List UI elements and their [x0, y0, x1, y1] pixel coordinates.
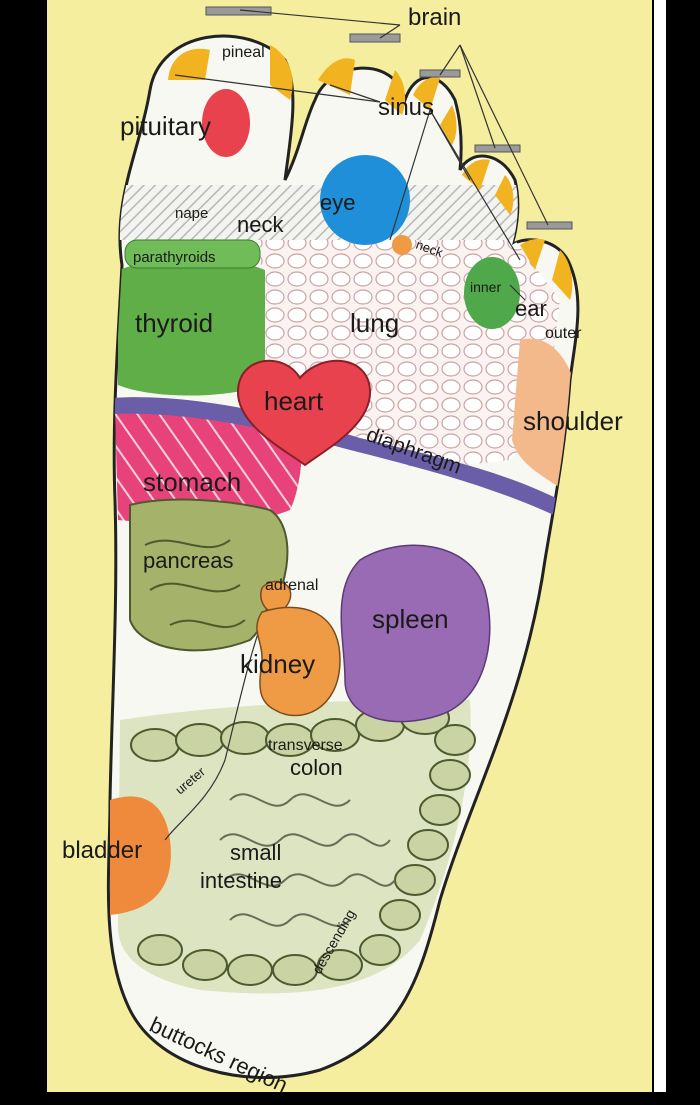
- toe-accents: [168, 45, 573, 300]
- label-kidney: kidney: [240, 649, 315, 679]
- label-neck: neck: [237, 212, 284, 237]
- diaphragm-band: [110, 397, 560, 516]
- label-intestine: intestine: [200, 868, 282, 893]
- label-pineal: pineal: [222, 44, 265, 61]
- label-transverse: transverse: [268, 737, 343, 754]
- adrenal-gland: [260, 580, 292, 613]
- label-nape: nape: [175, 205, 208, 222]
- label-brain: brain: [408, 4, 461, 31]
- eye-spot: [320, 155, 410, 245]
- pituitary-spot: [202, 89, 250, 157]
- label-colon: colon: [290, 755, 343, 780]
- heart-organ: [236, 359, 372, 467]
- label-spleen: spleen: [372, 604, 449, 634]
- label-parathyroids: parathyroids: [133, 249, 216, 266]
- label-thyroid: thyroid: [135, 308, 213, 338]
- bladder-zone: [110, 796, 171, 915]
- toe-nail-1: [205, 6, 272, 16]
- label-adrenal: adrenal: [265, 577, 318, 594]
- label-sinus: sinus: [378, 94, 434, 121]
- neck-spot: [392, 235, 412, 255]
- right-edge-strip: [654, 0, 666, 1092]
- toe-nail-5: [526, 221, 573, 230]
- toe-nail-2: [349, 33, 401, 43]
- label-pituitary: pituitary: [120, 111, 211, 141]
- label-eye: eye: [320, 190, 355, 215]
- inner-ear-spot: [464, 257, 520, 329]
- label-small: small: [230, 840, 281, 865]
- thyroid-zone: [118, 258, 265, 396]
- toe-nail-4: [474, 144, 521, 153]
- label-lung: lung: [350, 308, 399, 338]
- label-outer: outer: [545, 325, 582, 342]
- toe-nail-3: [419, 69, 461, 78]
- leader-lines: [164, 9, 549, 841]
- spleen-organ: [340, 544, 491, 723]
- label-shoulder: shoulder: [523, 406, 623, 436]
- label-bladder: bladder: [62, 837, 142, 864]
- label-heart: heart: [264, 386, 324, 416]
- label-stomach: stomach: [143, 467, 241, 497]
- kidney-organ: [256, 606, 341, 717]
- label-pancreas: pancreas: [143, 548, 234, 573]
- parathyroids-zone: [124, 239, 261, 269]
- stomach-zone: [115, 410, 302, 525]
- label-inner: inner: [470, 279, 501, 295]
- label-ear: ear: [515, 296, 547, 321]
- pancreas-zone: [129, 498, 289, 652]
